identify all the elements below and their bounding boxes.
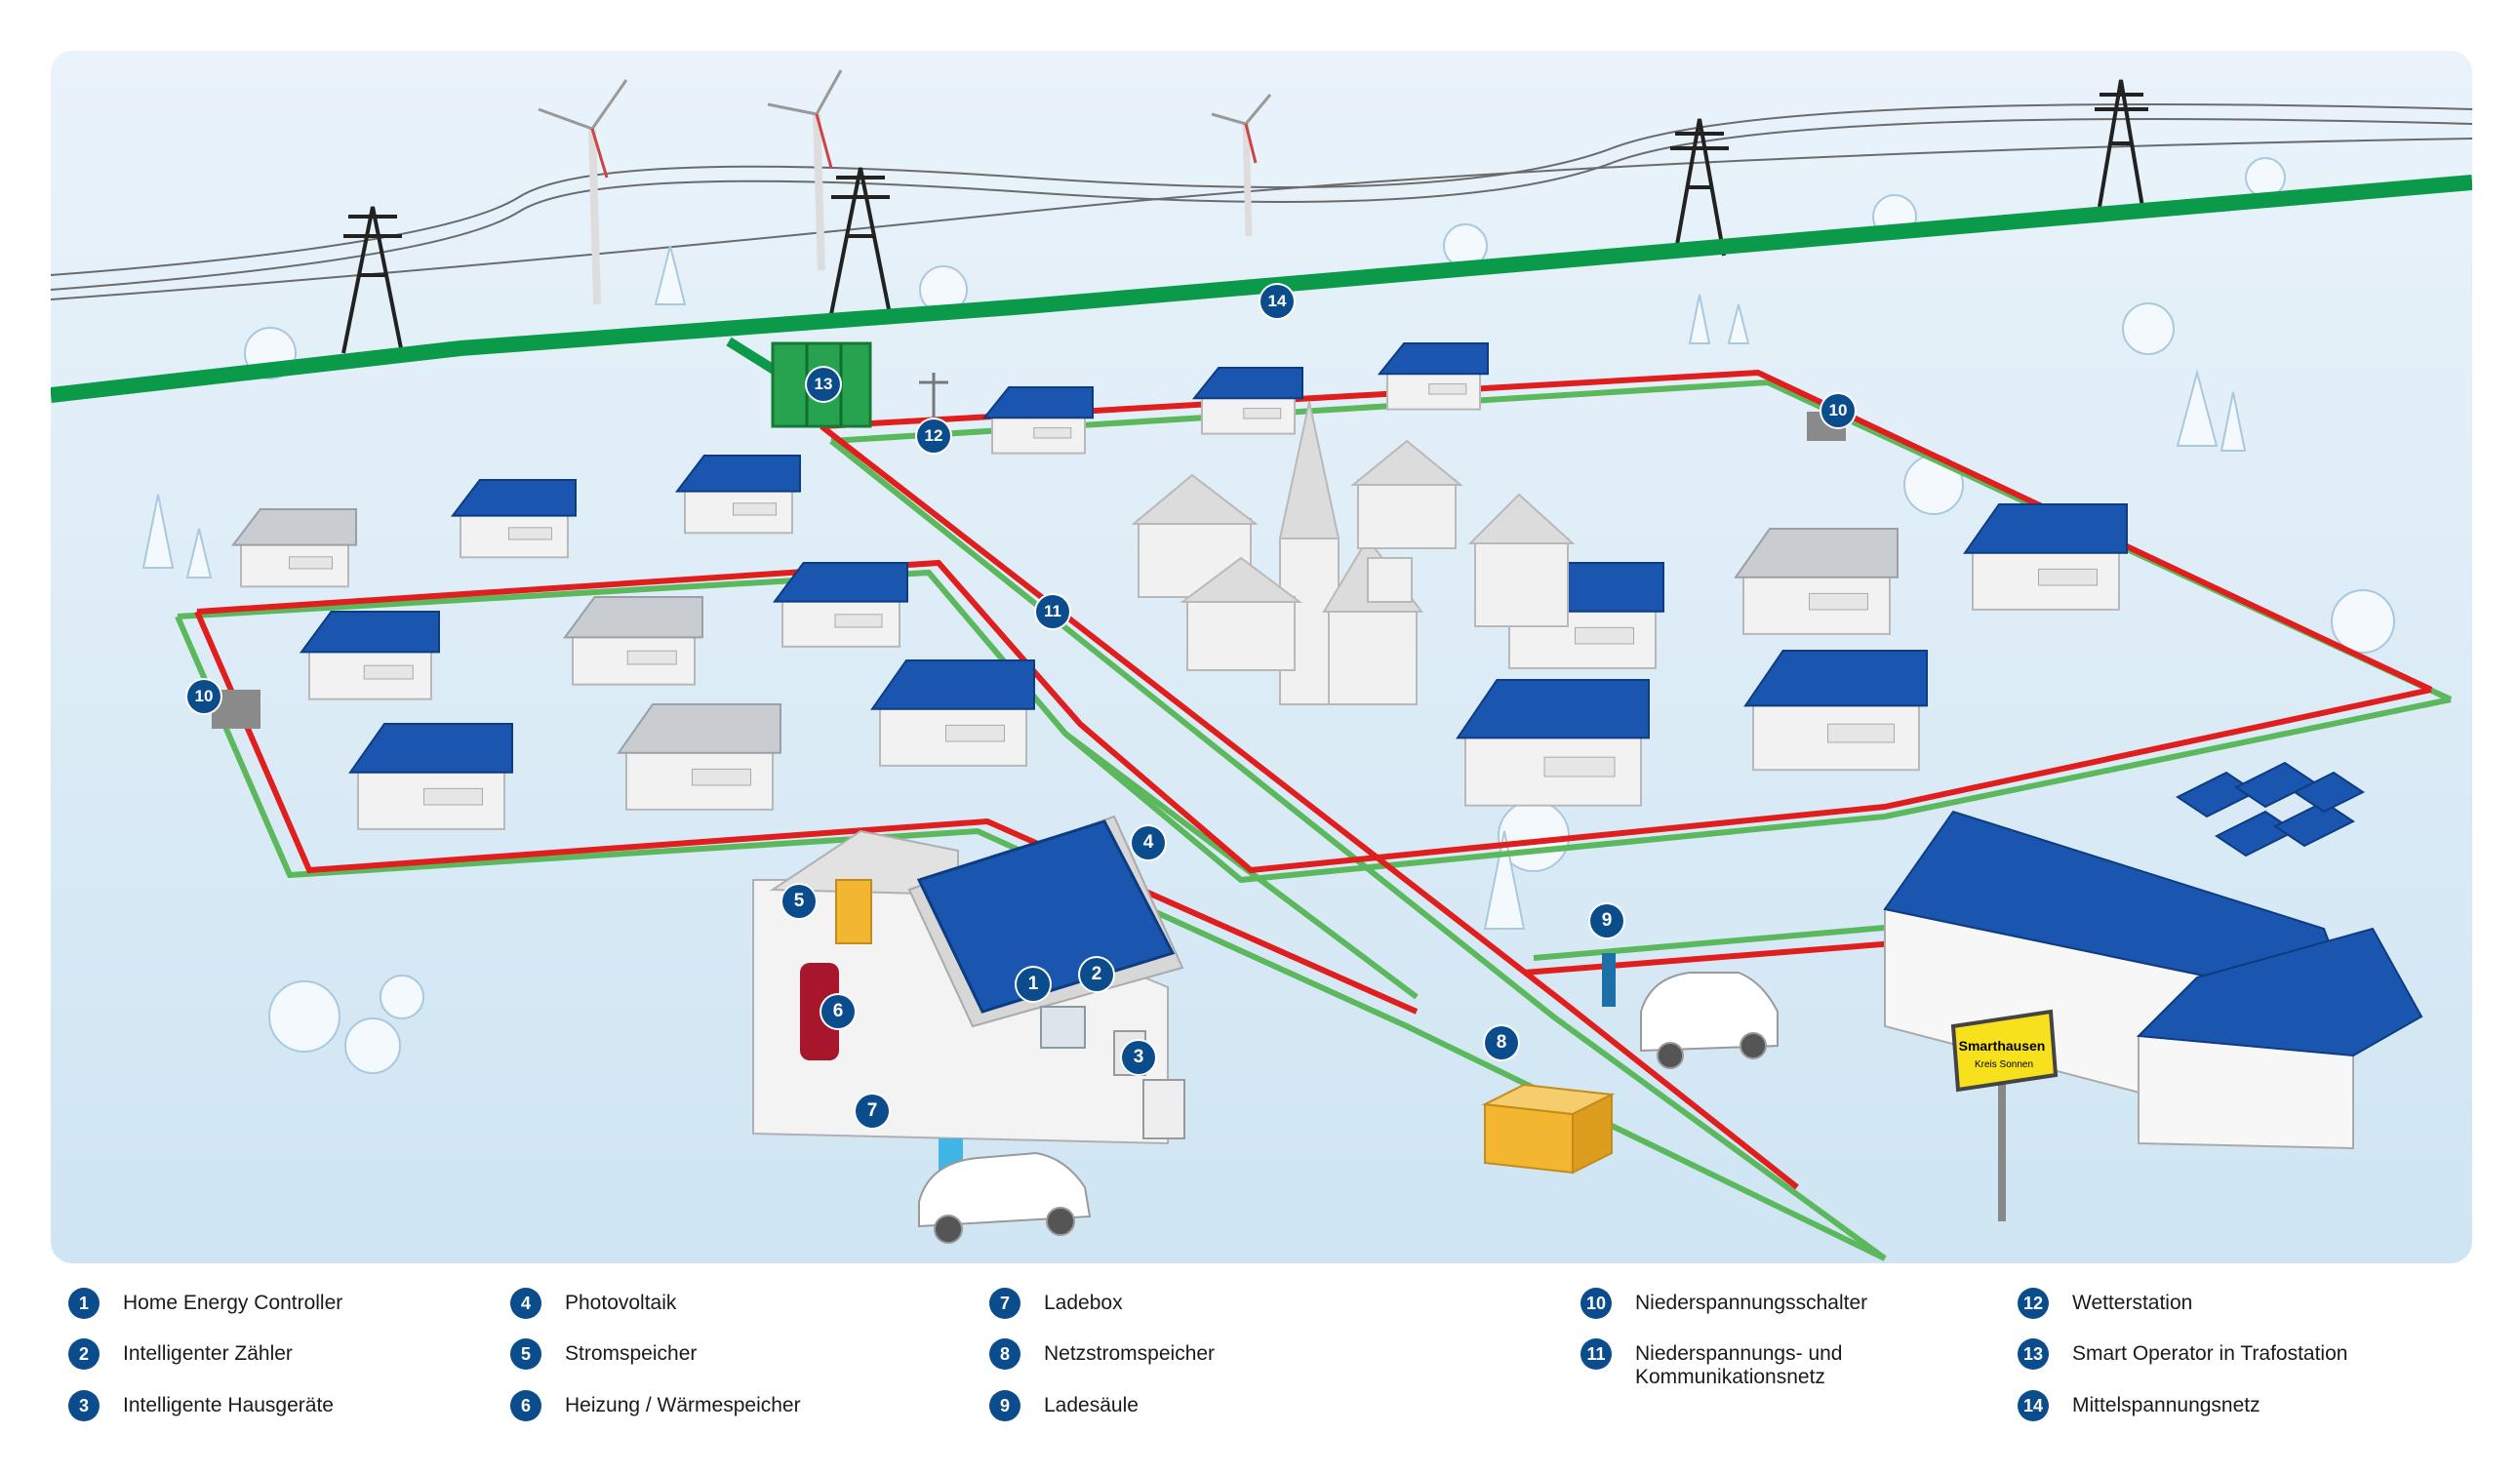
houses (230, 342, 2128, 830)
marker-3: 3 (1122, 1041, 1155, 1074)
house (674, 455, 801, 535)
legend-number: 4 (510, 1288, 541, 1319)
legend-item: 7 Ladebox (989, 1288, 1123, 1319)
power-pylon (829, 167, 892, 315)
legend-number: 13 (2018, 1338, 2049, 1370)
legend-number: 5 (510, 1338, 541, 1370)
legend-number: 11 (1580, 1338, 1612, 1370)
legend-label: Home Energy Controller (123, 1292, 343, 1314)
legend-label: Mittelspannungsnetz (2072, 1394, 2260, 1416)
wind-turbine (1211, 94, 1272, 237)
wind-turbine (767, 69, 843, 271)
house (563, 596, 703, 686)
marker-6: 6 (821, 995, 855, 1028)
electric-car (1640, 972, 1779, 1069)
solar-park (2176, 761, 2365, 857)
marker-10: 10 (1821, 394, 1855, 427)
legend-item: 5 Stromspeicher (510, 1338, 697, 1370)
power-pylon (1670, 118, 1729, 257)
house (1456, 679, 1650, 807)
legend-number: 7 (989, 1288, 1020, 1319)
legend-item: 10 Niederspannungsschalter (1580, 1288, 1867, 1319)
legend-number: 6 (510, 1390, 541, 1421)
farm-building (1883, 810, 2423, 1150)
house (617, 703, 781, 811)
legend-item: 4 Photovoltaik (510, 1288, 676, 1319)
legend-item: 13 Smart Operator in Trafostation (2018, 1338, 2347, 1370)
scene-illustration: Smarthausen Kreis Sonnen (51, 51, 2472, 1263)
marker-13: 13 (807, 368, 840, 401)
smart-grid-scene: Smarthausen Kreis Sonnen 1 2 3 4 5 6 7 8… (51, 51, 2472, 1263)
charging-station (1602, 953, 1616, 1007)
legend-label: Smart Operator in Trafostation (2072, 1342, 2348, 1365)
sign-title: Smarthausen (1959, 1038, 2046, 1054)
sign-subtitle: Kreis Sonnen (1975, 1059, 2033, 1070)
legend-item: 12 Wetterstation (2018, 1288, 2192, 1319)
house (1743, 650, 1928, 772)
house (348, 723, 513, 830)
legend-number: 8 (989, 1338, 1020, 1370)
legend-item: 1 Home Energy Controller (68, 1288, 342, 1319)
legend-label: Intelligente Hausgeräte (123, 1394, 334, 1416)
legend-label: Ladebox (1044, 1292, 1123, 1314)
house (300, 611, 440, 700)
legend-item: 8 Netzstromspeicher (989, 1338, 1215, 1370)
house (981, 386, 1094, 455)
marker-12: 12 (917, 419, 950, 453)
legend-item: 3 Intelligente Hausgeräte (68, 1390, 334, 1421)
power-pylon (2095, 79, 2148, 208)
town-sign: Smarthausen Kreis Sonnen (1950, 1009, 2059, 1221)
legend-number: 10 (1580, 1288, 1612, 1319)
legend-label: Niederspannungs- und Kommunikationsnetz (1635, 1342, 1843, 1388)
legend-label: Stromspeicher (565, 1342, 698, 1365)
marker-1: 1 (1017, 968, 1050, 1001)
house (1377, 342, 1489, 411)
marker-4: 4 (1132, 826, 1165, 859)
legend-label: Niederspannungsschalter (1635, 1292, 1868, 1314)
legend-label: Wetterstation (2072, 1292, 2193, 1314)
house (230, 508, 357, 588)
smart-home (752, 815, 1185, 1170)
legend-label: Heizung / Wärmespeicher (565, 1394, 801, 1416)
legend-number: 1 (68, 1288, 100, 1319)
legend: 1 Home Energy Controller 2 Intelligenter… (0, 1268, 2520, 1475)
marker-7: 7 (856, 1095, 889, 1128)
legend-number: 14 (2018, 1390, 2049, 1421)
house (1963, 503, 2128, 611)
church (1131, 401, 1576, 705)
legend-label: Intelligenter Zähler (123, 1342, 293, 1365)
legend-number: 3 (68, 1390, 100, 1421)
legend-item: 9 Ladesäule (989, 1390, 1139, 1421)
house (773, 562, 908, 648)
house (870, 659, 1035, 767)
legend-label: Netzstromspeicher (1044, 1342, 1216, 1365)
legend-item: 2 Intelligenter Zähler (68, 1338, 293, 1370)
electric-car (918, 1151, 1092, 1244)
marker-10: 10 (187, 680, 220, 713)
house (1734, 528, 1899, 635)
marker-2: 2 (1080, 958, 1113, 991)
grid-storage (1481, 1083, 1616, 1175)
marker-5: 5 (782, 885, 816, 918)
legend-label: Ladesäule (1044, 1394, 1139, 1416)
power-pylon (341, 206, 404, 354)
wind-turbine (538, 79, 628, 305)
marker-14: 14 (1260, 285, 1294, 318)
legend-number: 2 (68, 1338, 100, 1370)
house (1191, 367, 1303, 435)
legend-item: 14 Mittelspannungsnetz (2018, 1390, 2260, 1421)
legend-item: 11 Niederspannungs- und Kommunikationsne… (1580, 1338, 1842, 1389)
marker-11: 11 (1036, 595, 1069, 628)
marker-8: 8 (1485, 1026, 1518, 1059)
legend-number: 12 (2018, 1288, 2049, 1319)
legend-number: 9 (989, 1390, 1020, 1421)
legend-label: Photovoltaik (565, 1292, 677, 1314)
marker-9: 9 (1590, 904, 1623, 937)
legend-item: 6 Heizung / Wärmespeicher (510, 1390, 801, 1421)
house (450, 479, 577, 559)
